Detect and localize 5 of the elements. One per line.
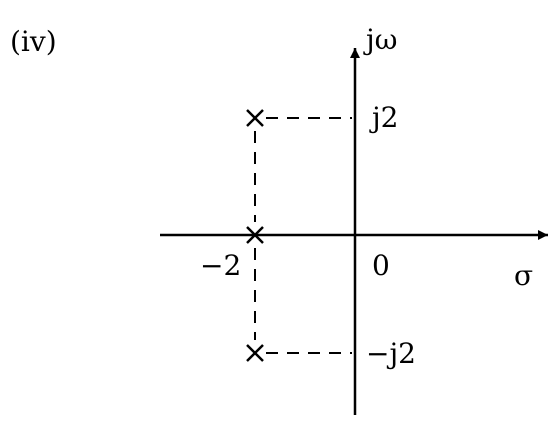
axis-label: σ	[514, 262, 534, 290]
tick-label: −j2	[366, 340, 416, 368]
tick-label: −2	[200, 252, 242, 280]
panel-label: (iv)	[10, 28, 57, 56]
tick-label: 0	[372, 252, 390, 280]
